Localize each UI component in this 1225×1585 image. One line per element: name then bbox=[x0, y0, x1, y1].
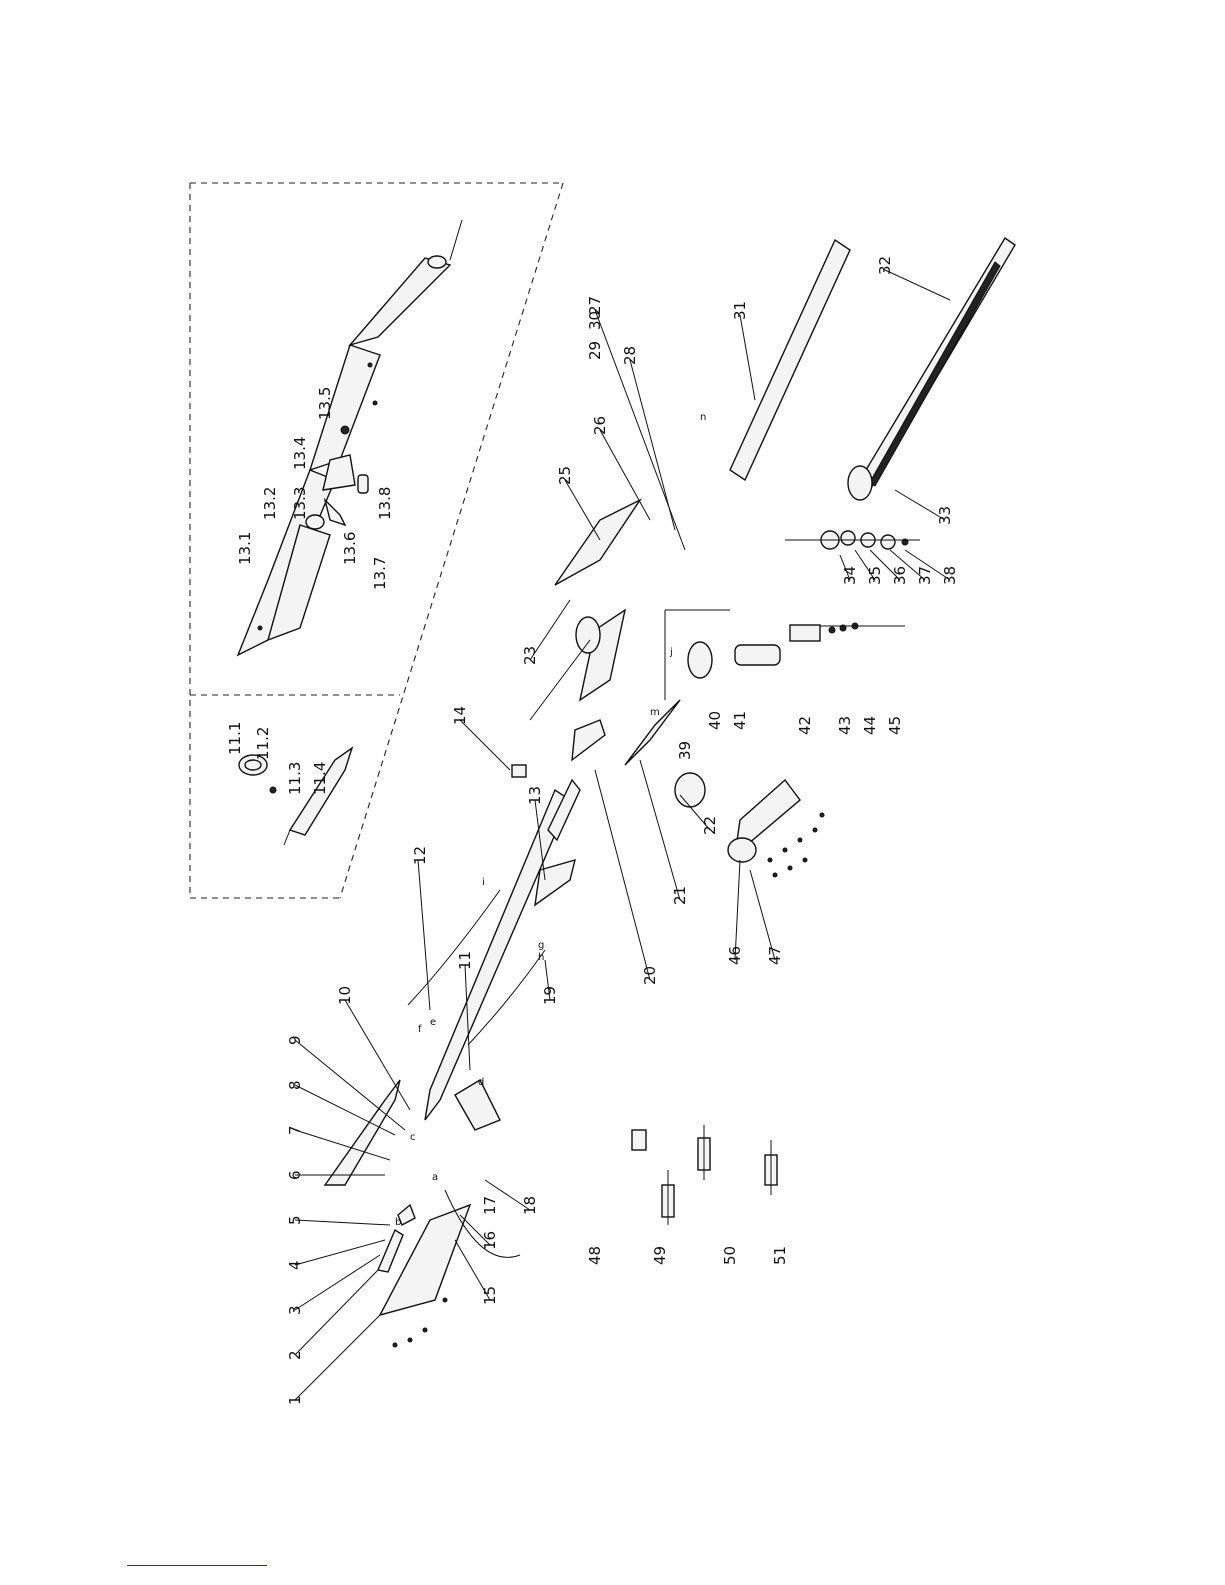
label-28: 28 bbox=[621, 346, 639, 365]
label-36: 36 bbox=[891, 566, 909, 585]
label-22: 22 bbox=[701, 816, 719, 835]
label-44: 44 bbox=[861, 716, 879, 735]
spare-parts bbox=[408, 765, 777, 1225]
gear-housing bbox=[555, 500, 800, 862]
letter-a: a bbox=[432, 1172, 438, 1183]
label-10: 10 bbox=[336, 986, 354, 1005]
label-43: 43 bbox=[836, 716, 854, 735]
letter-i: i bbox=[482, 877, 485, 888]
letter-n: n bbox=[700, 412, 706, 423]
label-41: 41 bbox=[731, 711, 749, 730]
label-11-2: 11.2 bbox=[254, 727, 272, 760]
label-17: 17 bbox=[481, 1196, 499, 1215]
label-8: 8 bbox=[286, 1080, 304, 1090]
label-11: 11 bbox=[456, 951, 474, 970]
label-5: 5 bbox=[286, 1215, 304, 1225]
label-9: 9 bbox=[286, 1035, 304, 1045]
label-13-1: 13.1 bbox=[236, 532, 254, 565]
label-4: 4 bbox=[286, 1260, 304, 1270]
label-33: 33 bbox=[936, 506, 954, 525]
label-11-1: 11.1 bbox=[226, 722, 244, 755]
label-3: 3 bbox=[286, 1305, 304, 1315]
label-25: 25 bbox=[556, 466, 574, 485]
label-19: 19 bbox=[541, 986, 559, 1005]
label-20: 20 bbox=[641, 966, 659, 985]
main-shaft bbox=[425, 720, 605, 1120]
letter-c: c bbox=[410, 1132, 416, 1143]
label-40: 40 bbox=[706, 711, 724, 730]
label-51: 51 bbox=[771, 1246, 789, 1265]
label-1: 1 bbox=[286, 1395, 304, 1405]
letter-f: f bbox=[418, 1024, 422, 1035]
label-6: 6 bbox=[286, 1170, 304, 1180]
motor-assembly bbox=[665, 610, 905, 700]
label-11-4: 11.4 bbox=[311, 762, 329, 795]
label-15: 15 bbox=[481, 1286, 499, 1305]
label-2: 2 bbox=[286, 1350, 304, 1360]
label-47: 47 bbox=[766, 946, 784, 965]
label-34: 34 bbox=[841, 566, 859, 585]
label-14: 14 bbox=[451, 706, 469, 725]
leader-lines bbox=[295, 270, 950, 1400]
label-45: 45 bbox=[886, 716, 904, 735]
label-13-3: 13.3 bbox=[291, 487, 309, 520]
label-29: 29 bbox=[586, 341, 604, 360]
label-50: 50 bbox=[721, 1246, 739, 1265]
letter-h: h bbox=[538, 952, 544, 963]
letter-j: j bbox=[669, 647, 673, 658]
label-13-4: 13.4 bbox=[291, 437, 309, 470]
label-13-7: 13.7 bbox=[371, 557, 389, 590]
footer-link-underline[interactable] bbox=[127, 1565, 267, 1566]
label-12: 12 bbox=[411, 846, 429, 865]
label-31: 31 bbox=[731, 301, 749, 320]
label-39: 39 bbox=[676, 741, 694, 760]
label-38: 38 bbox=[941, 566, 959, 585]
label-13-5: 13.5 bbox=[316, 387, 334, 420]
label-21: 21 bbox=[671, 886, 689, 905]
telescopic-tube-assembly bbox=[238, 220, 462, 655]
letter-b: b bbox=[395, 1217, 401, 1228]
label-16: 16 bbox=[481, 1231, 499, 1250]
label-11-3: 11.3 bbox=[286, 762, 304, 795]
label-18: 18 bbox=[521, 1196, 539, 1215]
letter-d: d bbox=[478, 1077, 484, 1088]
label-32: 32 bbox=[876, 256, 894, 275]
label-46: 46 bbox=[726, 946, 744, 965]
label-42: 42 bbox=[796, 716, 814, 735]
label-30: 30 bbox=[586, 311, 604, 330]
label-13-8: 13.8 bbox=[376, 487, 394, 520]
label-13-6: 13.6 bbox=[341, 532, 359, 565]
label-48: 48 bbox=[586, 1246, 604, 1265]
label-49: 49 bbox=[651, 1246, 669, 1265]
letter-g: g bbox=[538, 940, 544, 951]
letter-m: m bbox=[650, 707, 660, 718]
label-26: 26 bbox=[591, 416, 609, 435]
blade-assembly bbox=[730, 238, 1015, 549]
label-23: 23 bbox=[521, 646, 539, 665]
label-13: 13 bbox=[526, 786, 544, 805]
label-37: 37 bbox=[916, 566, 934, 585]
screws bbox=[393, 813, 824, 1347]
letter-e: e bbox=[430, 1017, 436, 1028]
label-13-2: 13.2 bbox=[261, 487, 279, 520]
label-35: 35 bbox=[866, 566, 884, 585]
label-7: 7 bbox=[286, 1125, 304, 1135]
